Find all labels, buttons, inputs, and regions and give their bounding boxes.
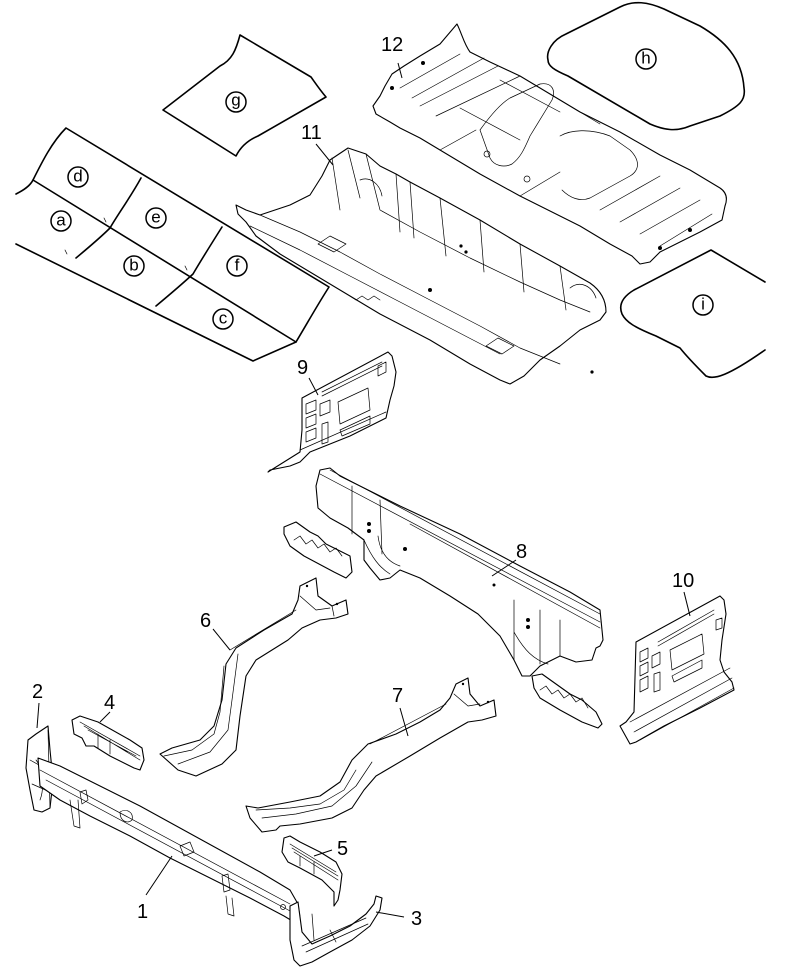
part-11-front-floor-panel: [235, 147, 607, 385]
zone-panel-outline: [15, 127, 330, 362]
part-6-left-floor-side-member: [159, 577, 349, 777]
leader-line-4: [99, 711, 111, 723]
zone-circle: [123, 255, 145, 277]
zone-divider-upper: [32, 179, 297, 343]
zone-marker-b: b: [123, 255, 145, 277]
part-label-6: 6: [200, 610, 211, 632]
zone-marker-d: d: [67, 166, 89, 188]
zone-circle: [692, 294, 714, 316]
part-label-5: 5: [337, 838, 348, 860]
zone-circle: [225, 91, 247, 113]
zone-markers: a b c d e f g h: [50, 48, 714, 330]
part-8-floor-cross-member: [315, 467, 604, 677]
zone-divider-left: [75, 177, 142, 259]
leader-line-9: [308, 377, 319, 396]
zone-marker-h: h: [635, 48, 657, 70]
part-label-7: 7: [392, 685, 403, 707]
zone-circle: [67, 166, 89, 188]
zone-letter-i: i: [701, 295, 705, 314]
zone-marker-a: a: [50, 210, 72, 232]
zone-letter-d: d: [73, 167, 82, 186]
leader-line-1: [145, 855, 173, 896]
part-12-rear-floor-panel: [372, 23, 727, 265]
zone-panel-h: [546, 1, 746, 131]
part-label-2: 2: [32, 681, 43, 703]
zone-panel-group-a-f: [15, 127, 330, 362]
zone-letter-b: b: [129, 256, 138, 275]
floor-cross-member-bracket-right: [531, 673, 603, 729]
zone-tick: [64, 217, 188, 271]
leader-line-10: [683, 591, 691, 617]
part-9-left-rear-side-panel: [267, 351, 397, 473]
zone-letter-a: a: [56, 211, 66, 230]
leader-line-6: [212, 628, 231, 651]
zone-circle: [145, 207, 167, 229]
leader-lines: [36, 62, 691, 918]
zone-circle: [635, 48, 657, 70]
leader-line-2: [36, 702, 40, 729]
part-label-4: 4: [104, 692, 115, 714]
zone-circle: [212, 308, 234, 330]
part-label-9: 9: [297, 357, 308, 379]
zone-divider-right: [155, 226, 223, 307]
part-10-right-rear-side-panel: [619, 595, 735, 745]
zone-letter-c: c: [219, 309, 228, 328]
part-7-right-floor-side-member: [245, 677, 497, 833]
zone-marker-g: g: [225, 91, 247, 113]
zone-marker-c: c: [212, 308, 234, 330]
part-label-8: 8: [516, 541, 527, 563]
zone-letter-g: g: [231, 91, 240, 110]
part-1-front-floor-cross-member: [37, 757, 301, 923]
leader-line-7: [399, 707, 409, 737]
zone-panel-g: [162, 34, 327, 157]
leader-line-8: [491, 559, 517, 577]
part-label-1: 1: [137, 901, 148, 923]
zone-marker-i: i: [692, 294, 714, 316]
part-3-right-bracket: [289, 895, 383, 967]
zone-circle: [226, 255, 248, 277]
part-label-3: 3: [411, 908, 422, 930]
part-label-10: 10: [672, 570, 694, 592]
leader-line-11: [315, 143, 334, 166]
part-5-right-seat-reinforcement: [281, 835, 343, 907]
part-4-left-seat-reinforcement: [71, 715, 145, 771]
zone-letter-e: e: [151, 208, 160, 227]
zone-marker-e: e: [145, 207, 167, 229]
zone-letter-f: f: [235, 256, 240, 275]
leader-line-5: [313, 849, 333, 857]
zone-panel-i: [619, 249, 766, 379]
floor-cross-member-bracket-left: [283, 521, 353, 579]
leader-line-12: [397, 62, 403, 79]
part-label-12: 12: [381, 34, 403, 56]
zone-circle: [50, 210, 72, 232]
zone-letter-h: h: [641, 49, 650, 68]
leader-line-3: [375, 911, 405, 918]
part-number-labels: 1 2 3 4 5 6 7 8 9 10 11 12: [32, 34, 694, 930]
part-label-11: 11: [301, 122, 322, 144]
zone-marker-f: f: [226, 255, 248, 277]
